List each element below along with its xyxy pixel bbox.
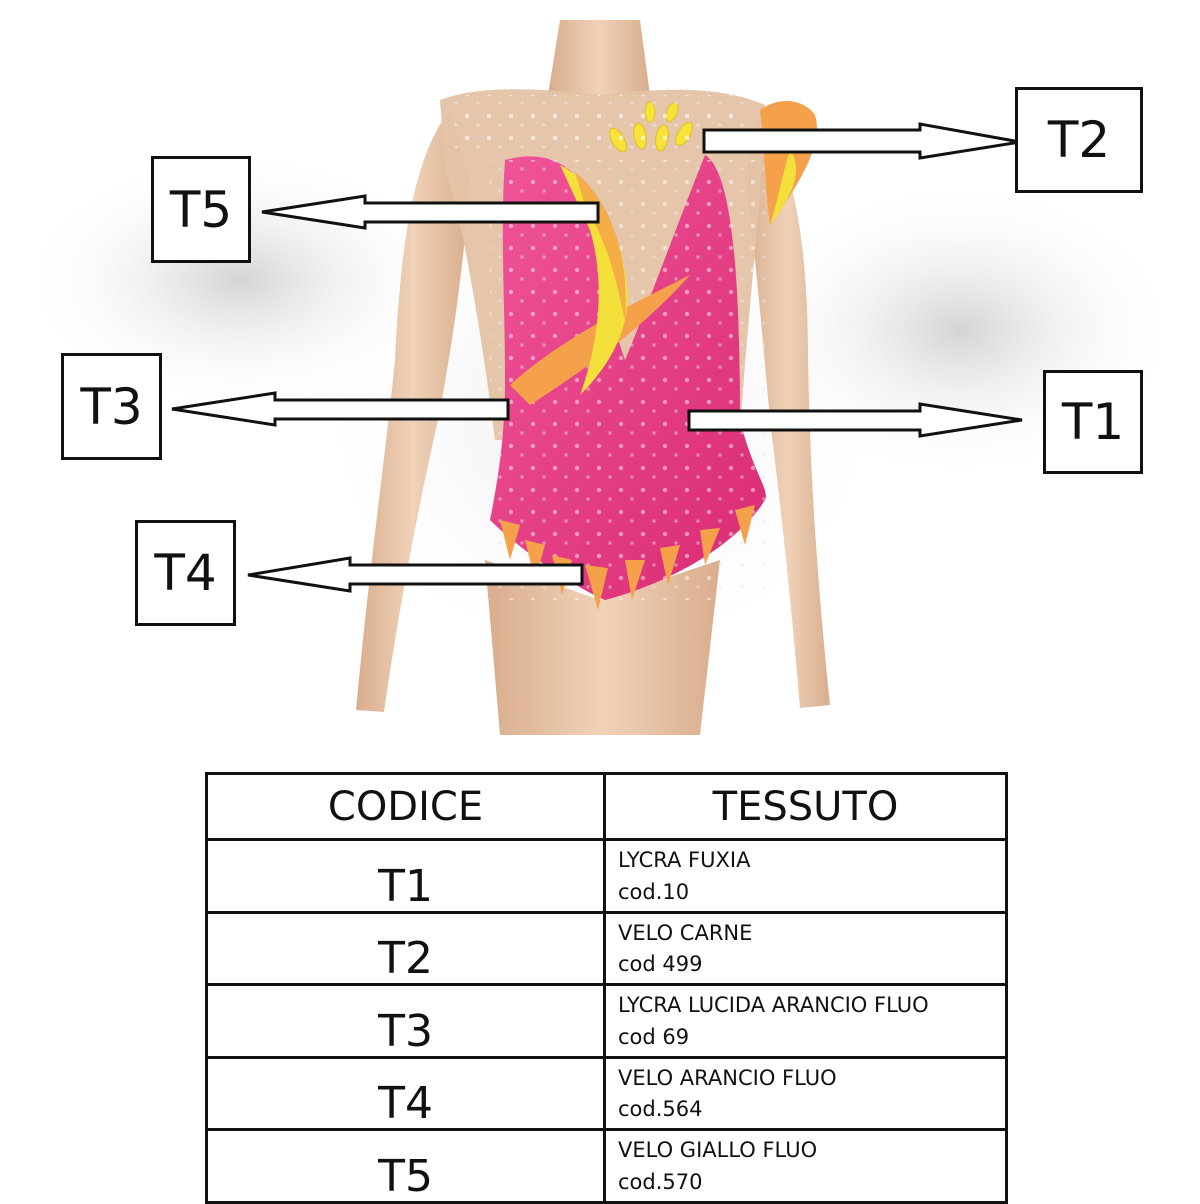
leotard-photo <box>20 20 1180 735</box>
fabric-name: LYCRA LUCIDA ARANCIO FLUO <box>618 993 929 1018</box>
row-fabric: LYCRA LUCIDA ARANCIO FLUO cod 69 <box>603 983 1008 1059</box>
row-fabric: VELO ARANCIO FLUO cod.564 <box>603 1055 1008 1132</box>
legs <box>485 560 720 735</box>
arrow-t4 <box>247 556 584 593</box>
fabric-name: VELO GIALLO FLUO <box>618 1138 818 1163</box>
fabric-code: cod 499 <box>618 952 703 977</box>
table-row: T5 VELO GIALLO FLUO cod.570 <box>205 1128 1008 1204</box>
row-code: T4 <box>205 1055 606 1132</box>
fabric-name: LYCRA FUXIA <box>618 848 751 872</box>
row-code: T2 <box>205 910 606 987</box>
label-t4: T4 <box>135 520 236 626</box>
yellow-swoosh <box>560 165 628 395</box>
row-fabric: VELO CARNE cod 499 <box>603 910 1008 987</box>
row-fabric: VELO GIALLO FLUO cod.570 <box>603 1128 1008 1204</box>
label-t2: T2 <box>1015 87 1143 193</box>
label-t5: T5 <box>151 156 251 263</box>
row-fabric: LYCRA FUXIA cod.10 <box>603 838 1008 914</box>
table-header-row: CODICE TESSUTO <box>205 772 1008 841</box>
fabric-code: cod.570 <box>618 1169 703 1194</box>
fabric-name: VELO CARNE <box>618 920 753 945</box>
row-code: T5 <box>205 1128 606 1204</box>
fabric-name: VELO ARANCIO FLUO <box>618 1065 837 1090</box>
table-row: T4 VELO ARANCIO FLUO cod.564 <box>205 1055 1008 1132</box>
header-codice: CODICE <box>205 772 606 841</box>
arrow-t2 <box>702 122 1021 160</box>
fabric-code: cod.10 <box>618 879 690 904</box>
hem-points <box>500 505 755 610</box>
table-row: T1 LYCRA FUXIA cod.10 <box>205 838 1008 914</box>
arrow-t5 <box>261 194 600 230</box>
label-t1: T1 <box>1043 370 1143 474</box>
row-code: T3 <box>205 983 606 1059</box>
neck <box>548 20 650 95</box>
row-code: T1 <box>205 838 606 914</box>
header-tessuto: TESSUTO <box>603 772 1008 841</box>
fabric-code: cod 69 <box>618 1024 690 1049</box>
fabric-table: CODICE TESSUTO T1 LYCRA FUXIA cod.10 T2 … <box>205 772 1008 1204</box>
table-row: T3 LYCRA LUCIDA ARANCIO FLUO cod 69 <box>205 983 1008 1059</box>
table-row: T2 VELO CARNE cod 499 <box>205 910 1008 987</box>
arrow-t1 <box>687 402 1023 438</box>
fabric-code: cod.564 <box>618 1097 703 1122</box>
label-t3: T3 <box>61 353 162 460</box>
arrow-t3 <box>171 391 510 427</box>
right-arm <box>745 110 830 708</box>
